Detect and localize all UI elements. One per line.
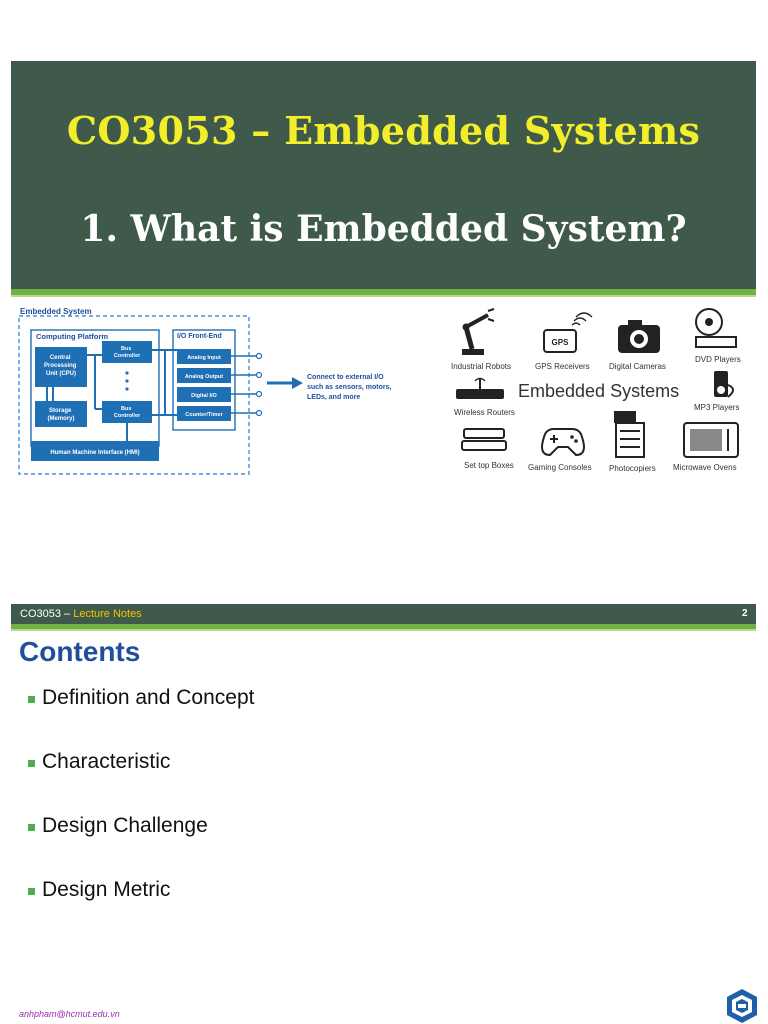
lecture-title: 1. What is Embedded System? — [80, 208, 687, 250]
list-item-text: Definition and Concept — [42, 686, 255, 709]
title-slide-band — [11, 61, 756, 289]
bullet-square-icon — [28, 824, 35, 831]
microwave-oven-icon — [683, 422, 739, 458]
embedded-system-diagram: Embedded System Computing Platform Centr… — [18, 307, 393, 475]
set-top-box-icon — [461, 428, 507, 451]
list-item-text: Design Metric — [42, 878, 171, 901]
university-logo-icon — [727, 989, 757, 1023]
header-course: CO3053 – — [20, 608, 74, 620]
diagram-outer-label: Embedded System — [20, 307, 92, 316]
contents-title: Contents — [19, 636, 141, 667]
page-number: 2 — [742, 608, 748, 619]
dvd-player-icon — [695, 308, 737, 348]
list-item-text: Design Challenge — [42, 814, 208, 837]
io-block-counter-timer: Counter/Timer — [185, 412, 223, 418]
connect-external-io-text: Connect to external I/O such as sensors,… — [307, 374, 393, 401]
mp3-player-icon — [714, 371, 734, 398]
gps-receiver-icon: GPS — [543, 312, 593, 353]
list-item-text: Characteristic — [42, 750, 171, 773]
slide-header-label: CO3053 – Lecture Notes — [20, 608, 142, 620]
icon-label-photocopiers: Photocopiers — [609, 464, 656, 473]
digital-camera-icon — [618, 320, 660, 353]
icon-label-digital-cameras: Digital Cameras — [609, 362, 666, 371]
course-title: CO3053 – Embedded Systems — [66, 108, 701, 153]
icon-label-gaming-consoles: Gaming Consoles — [528, 463, 592, 472]
icon-label-set-top-boxes: Set top Boxes — [464, 461, 514, 470]
icon-label-dvd-players: DVD Players — [695, 355, 741, 364]
icon-label-gps-receivers: GPS Receivers — [535, 362, 590, 371]
wireless-router-icon — [456, 377, 504, 399]
header-lecture-notes: Lecture Notes — [73, 608, 142, 620]
title-slide-green-rule — [11, 289, 756, 295]
icon-label-wireless-routers: Wireless Routers — [454, 408, 515, 417]
embedded-systems-examples: Industrial Robots GPS GPS Receivers Digi… — [451, 308, 741, 473]
title-slide-light-rule — [11, 295, 756, 297]
bullet-square-icon — [28, 760, 35, 767]
computing-platform-label: Computing Platform — [36, 332, 108, 341]
embedded-systems-center-label: Embedded Systems — [518, 381, 679, 401]
photocopier-icon — [614, 411, 645, 458]
bullet-square-icon — [28, 888, 35, 895]
cpu-label: Central Processing Unit (CPU) — [44, 355, 78, 377]
bus-controller-label-bottom: Bus Controller — [114, 406, 141, 419]
io-block-analog-output: Analog Output — [185, 374, 223, 380]
gaming-console-icon — [541, 428, 585, 457]
footer-email: anhpham@hcmut.edu.vn — [19, 1009, 120, 1019]
icon-label-mp3-players: MP3 Players — [694, 403, 739, 412]
industrial-robot-icon — [462, 308, 495, 355]
slide-header-green-rule — [11, 624, 756, 629]
io-block-digital-io: Digital I/O — [191, 393, 217, 399]
io-block-analog-input: Analog Input — [187, 355, 221, 361]
icon-label-industrial-robots: Industrial Robots — [451, 362, 511, 371]
gps-badge: GPS — [552, 338, 570, 347]
storage-label: Storage (Memory) — [47, 408, 74, 422]
icon-label-microwave-ovens: Microwave Ovens — [673, 463, 737, 472]
slide-header-bar — [11, 604, 756, 624]
slide-header-light-rule — [11, 629, 756, 631]
bus-controller-label-top: Bus Controller — [114, 346, 141, 359]
bullet-square-icon — [28, 696, 35, 703]
io-frontend-label: I/O Front-End — [177, 333, 222, 340]
hmi-label: Human Machine Interface (HMI) — [50, 450, 139, 456]
